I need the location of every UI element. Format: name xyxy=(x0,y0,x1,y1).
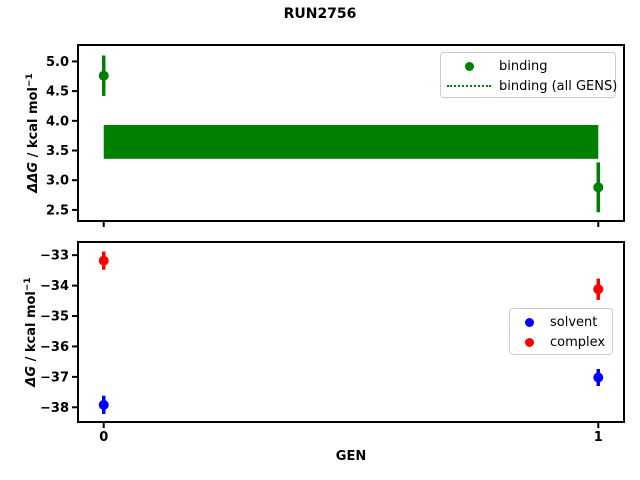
y-tick-label: 3.0 xyxy=(46,174,69,189)
y-tick-label: −33 xyxy=(40,249,69,264)
legend-entry-solvent: solvent xyxy=(516,312,606,332)
top-y-axis-label: ΔΔG / kcal mol−1 xyxy=(25,73,41,192)
solvent-data-point xyxy=(98,399,109,410)
y-tick-label: 5.0 xyxy=(46,55,69,70)
y-tick-label: 4.5 xyxy=(46,85,69,100)
y-tick-label: 3.5 xyxy=(46,144,69,159)
y-tick-label: −38 xyxy=(40,401,69,416)
x-tick-label: 1 xyxy=(594,430,603,445)
legend-handle xyxy=(447,61,491,71)
legend-label-complex: complex xyxy=(550,334,606,350)
top-y-axis-label-unit: / kcal mol xyxy=(26,87,42,162)
top-plot-canvas: 5.0 4.5 4.0 3.5 3.0 2.5 xyxy=(46,55,604,227)
bottom-plot-canvas: −33 −34 −35 −36 −37 −38 0 1 xyxy=(40,249,604,445)
solvent-data-point xyxy=(593,372,604,383)
legend-entry-binding-all-gens: binding (all GENS) xyxy=(447,76,617,96)
x-tick-label: 0 xyxy=(99,430,108,445)
y-tick-label: −35 xyxy=(40,310,69,325)
legend-entry-complex: complex xyxy=(516,332,606,352)
top-y-axis-label-math: ΔΔG xyxy=(26,161,42,193)
bottom-y-axis-label: ΔG / kcal mol−1 xyxy=(23,277,39,386)
bottom-y-axis-label-math: ΔG xyxy=(24,365,40,387)
complex-data-point xyxy=(98,255,109,266)
legend-handle xyxy=(516,317,542,327)
binding-marker-icon xyxy=(464,61,474,71)
y-tick-label: −36 xyxy=(40,340,69,355)
legend-handle xyxy=(447,85,491,87)
complex-marker-icon xyxy=(524,337,534,347)
confidence-band xyxy=(103,124,599,159)
solvent-marker-icon xyxy=(524,317,534,327)
y-tick-label: −34 xyxy=(40,279,69,294)
legend-binding: binding binding (all GENS) xyxy=(440,52,617,98)
y-tick-label: −37 xyxy=(40,370,69,385)
figure-title: RUN2756 xyxy=(283,6,357,22)
x-axis-label: GEN xyxy=(335,449,367,464)
y-tick-label: 2.5 xyxy=(46,203,69,218)
binding-data-point xyxy=(98,70,109,81)
bottom-y-axis-label-unit: / kcal mol xyxy=(24,291,40,366)
y-tick-label: 4.0 xyxy=(46,114,69,129)
legend-label-solvent: solvent xyxy=(550,314,598,330)
legend-handle xyxy=(516,337,542,347)
legend-label-binding-all-gens: binding (all GENS) xyxy=(499,78,618,94)
legend-label-binding: binding xyxy=(499,58,548,74)
top-y-axis-label-exponent: −1 xyxy=(24,73,35,88)
bottom-y-axis-label-exponent: −1 xyxy=(22,277,33,292)
legend-entry-binding: binding xyxy=(447,56,609,76)
legend-solvent-complex: solvent complex xyxy=(509,308,613,355)
dotted-line-icon xyxy=(447,85,491,87)
complex-data-point xyxy=(593,284,604,295)
binding-data-point xyxy=(593,182,604,193)
